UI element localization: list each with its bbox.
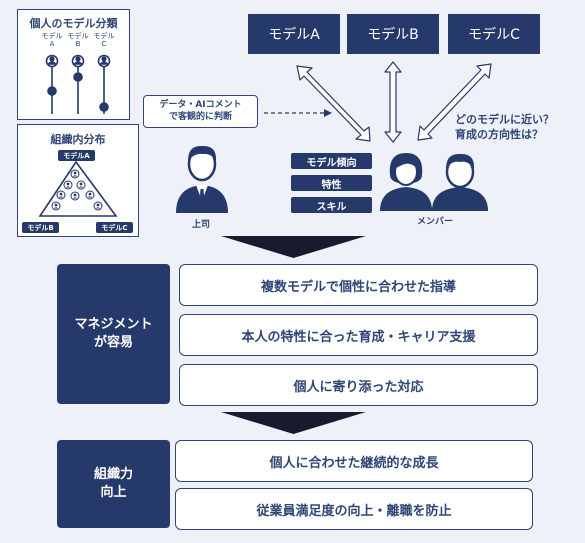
question-text: どのモデルに近い？ 育成の方向性は？ [455, 113, 554, 141]
organization-label: 組織力 向上 [57, 440, 170, 528]
organization-distribution-panel: 組織内分布 モデルA モデルB モデルC [17, 124, 139, 237]
organization-item-2: 従業員満足度の向上・離職を防止 [175, 488, 533, 530]
member-label: メンバー [416, 217, 453, 227]
tag-model-tendency: モデル傾向 [291, 153, 372, 169]
ai-comment-callout: データ・AIコメント で客観的に判断 [143, 95, 258, 128]
model-b-box: モデルB [347, 14, 439, 54]
management-item-1: 複数モデルで個性に合わせた指導 [179, 264, 538, 306]
model-classification-panel: 個人のモデル分類 モデル A モデル B モデル C [17, 9, 130, 120]
column-label-b: モデル B [67, 32, 89, 49]
boss-label: 上司 [191, 220, 210, 230]
distribution-triangle [38, 160, 118, 217]
management-label: マネジメント が容易 [57, 264, 170, 404]
down-arrow-1 [221, 236, 366, 258]
management-item-2: 本人の特性に合った育成・キャリア支援 [179, 314, 538, 356]
column-label-a: モデル A [41, 32, 63, 49]
column-label-c: モデル C [93, 32, 115, 49]
organization-item-1: 個人に合わせた継続的な成長 [175, 440, 533, 482]
model-c-box: モデルC [448, 14, 540, 54]
model-a-box: モデルA [248, 14, 340, 54]
node-model-c: モデルC [96, 222, 133, 233]
down-arrow-2 [221, 412, 366, 434]
node-model-a: モデルA [58, 150, 95, 161]
classification-sliders [45, 54, 111, 114]
members-icon [380, 153, 488, 211]
tag-traits: 特性 [291, 175, 372, 191]
boss-icon [176, 145, 228, 213]
ai-comment-text: データ・AIコメント で客観的に判断 [159, 99, 242, 122]
management-item-3: 個人に寄り添った対応 [179, 364, 538, 406]
node-model-b: モデルB [22, 222, 59, 233]
classification-title: 個人のモデル分類 [29, 17, 118, 30]
distribution-title: 組織内分布 [50, 133, 106, 146]
tag-skills: スキル [291, 197, 372, 213]
